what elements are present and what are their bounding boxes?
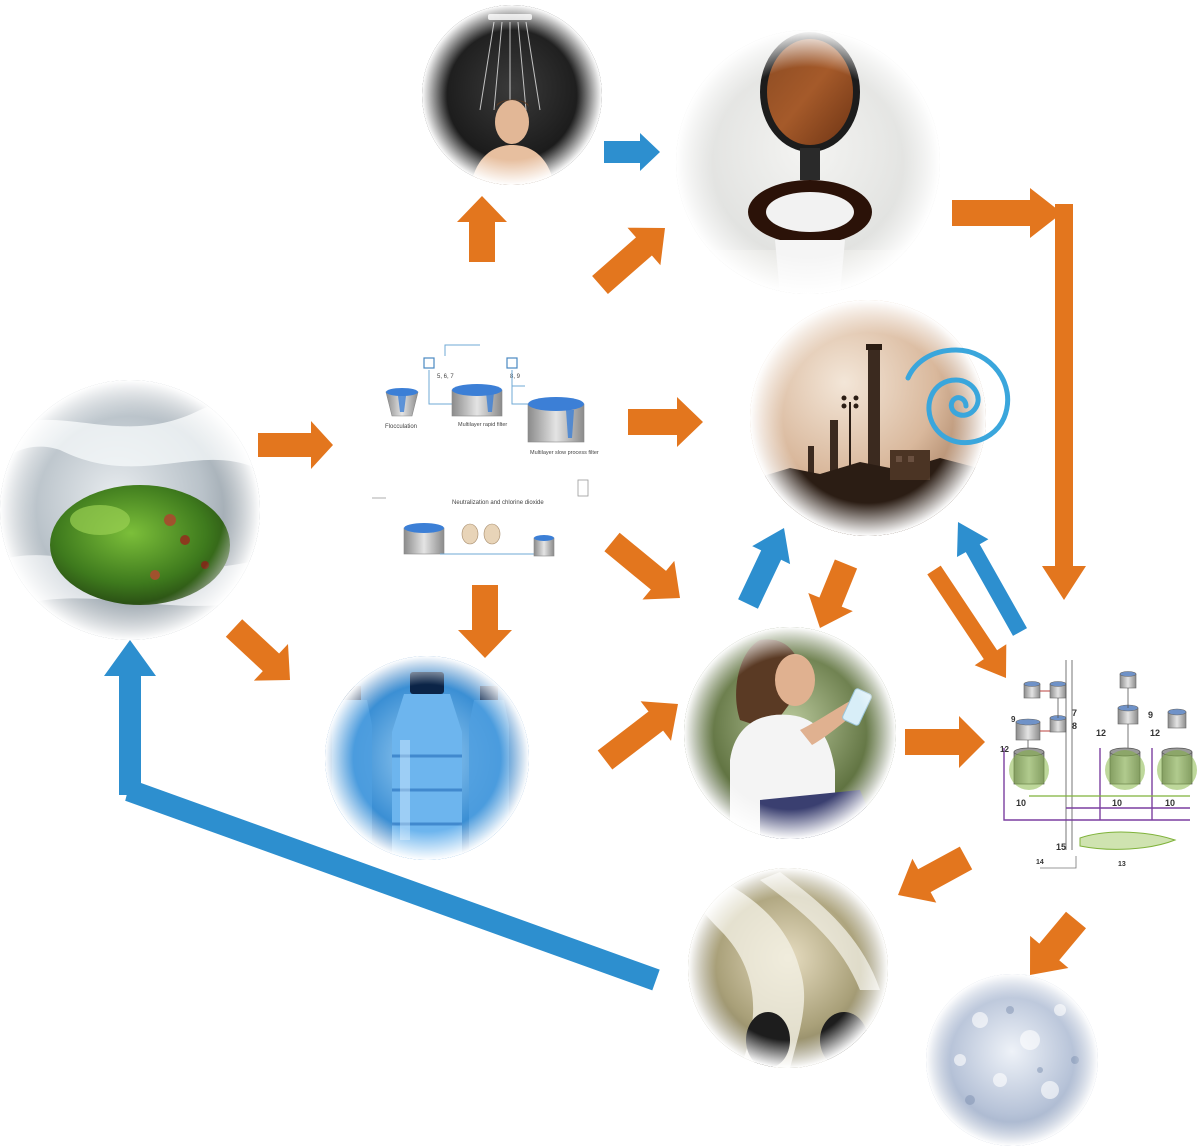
label-9a: 9	[1011, 715, 1016, 724]
arrow-shower-to-toilet	[604, 133, 660, 171]
flow-arrows	[104, 133, 1086, 991]
arrow-treatment-to-shower	[457, 196, 507, 262]
arrow-treatment-to-drinking	[604, 532, 680, 600]
neutralization-label: Neutralization and chlorine dioxide	[452, 500, 544, 506]
arrow-stream-to-bottles	[225, 619, 290, 681]
toilet-node	[676, 30, 940, 294]
wastewater-plant-node: 7 8 9 9 12 12 12 10 10 10 15 14 13	[1000, 660, 1197, 869]
arrow-outfall-to-stream-line	[125, 780, 660, 991]
shower-node	[422, 5, 602, 185]
bottled-water-node	[325, 656, 529, 860]
label-14: 14	[1036, 859, 1044, 866]
label-12b: 12	[1096, 728, 1106, 738]
arrow-treatment-to-powerplant	[628, 397, 703, 447]
arrow-toilet-to-corner	[952, 188, 1062, 238]
arrow-stream-to-treatment	[258, 421, 333, 469]
wastewater-plant-schematic-icon: 7 8 9 9 12 12 12 10 10 10 15 14 13	[1000, 660, 1197, 869]
treatment-process-schematic-icon: 5, 6, 7 8, 9 Flocculation Multilayer rap…	[372, 344, 599, 557]
arrow-wastewater-to-sludge	[1030, 911, 1086, 975]
arrow-drinking-to-wastewater	[905, 716, 985, 768]
treatment-node: 5, 6, 7 8, 9 Flocculation Multilayer rap…	[372, 344, 599, 557]
arrow-wastewater-to-powerplant	[957, 522, 1027, 636]
label-15: 15	[1056, 842, 1066, 852]
power-plant-node	[750, 300, 1011, 536]
drinking-node	[684, 627, 896, 839]
arrow-powerplant-to-wastewater	[927, 565, 1007, 678]
stream-node	[0, 380, 260, 640]
label-8: 8	[1072, 721, 1077, 731]
label-9b: 9	[1148, 710, 1153, 720]
arrow-drinking-to-powerplant	[738, 528, 791, 609]
slow-filter-label: Multilayer slow process filter	[530, 450, 599, 456]
arrow-treatment-to-bottles	[458, 585, 512, 658]
label-7: 7	[1072, 708, 1077, 718]
sludge-node	[926, 974, 1098, 1146]
label-12c: 12	[1150, 728, 1160, 738]
outfall-node	[688, 868, 888, 1068]
steps-b-label: 8, 9	[510, 374, 521, 380]
arrow-powerplant-to-drinking	[808, 559, 858, 628]
arrow-wastewater-to-outfall	[898, 846, 973, 903]
arrow-corner-to-stream	[104, 640, 156, 795]
label-12a: 12	[1000, 745, 1009, 754]
flocculation-label: Flocculation	[385, 424, 417, 430]
steps-a-label: 5, 6, 7	[437, 374, 454, 380]
arrow-corner-to-wastewater	[1042, 204, 1086, 600]
label-10a: 10	[1016, 798, 1026, 808]
label-10c: 10	[1165, 798, 1175, 808]
label-10b: 10	[1112, 798, 1122, 808]
energy-spiral-icon	[905, 347, 1011, 446]
label-13: 13	[1118, 861, 1126, 868]
arrow-treatment-to-toilet	[592, 227, 665, 294]
rapid-filter-label: Multilayer rapid filter	[458, 422, 507, 428]
arrow-bottles-to-drinking	[597, 701, 678, 770]
